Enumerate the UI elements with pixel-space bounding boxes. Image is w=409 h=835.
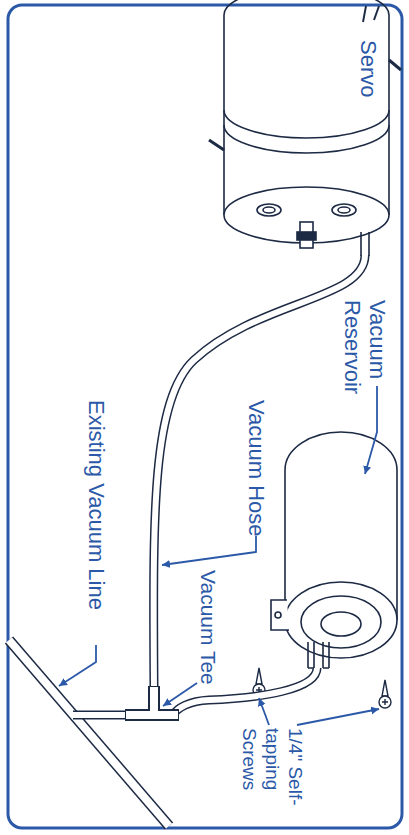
part-label: Vacuum Hose [244,400,269,537]
frame-border [8,5,402,828]
screw-drawing [253,668,391,708]
leader-lines [59,386,379,725]
part-label: Vacuum Reservoir [340,300,390,420]
servo-drawing [209,0,401,256]
part-label: 1/4" Self-tapping Screws [238,728,307,828]
hose-drawing [9,255,365,826]
reservoir-drawing [271,432,397,668]
part-label: Vacuum Tee [196,570,221,685]
part-label: Servo [356,40,381,97]
part-label: Existing Vacuum Line [84,400,109,610]
